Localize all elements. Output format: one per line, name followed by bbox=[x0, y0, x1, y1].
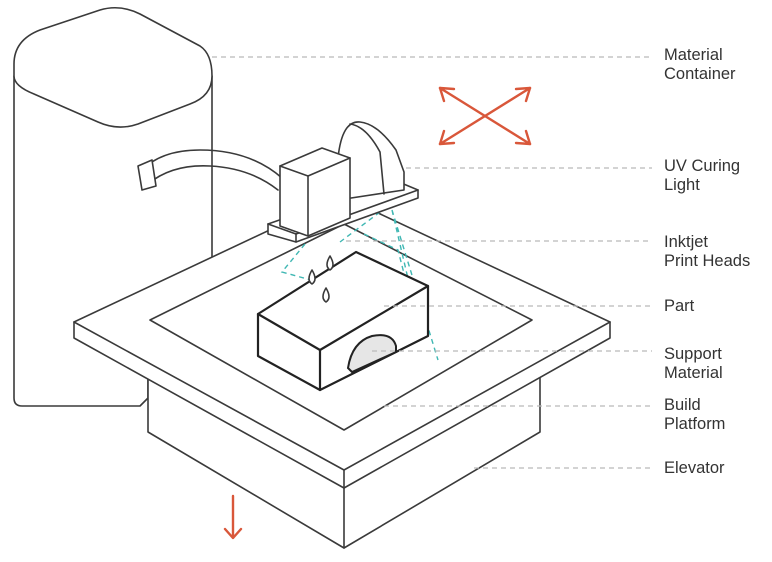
support-material bbox=[346, 334, 397, 374]
label-part: Part bbox=[664, 297, 695, 315]
uv-curing-light bbox=[337, 121, 405, 201]
inkjet-print-head bbox=[279, 147, 351, 237]
part bbox=[256, 250, 430, 392]
label-elevator: Elevator bbox=[664, 459, 725, 477]
leader-lines bbox=[212, 56, 652, 469]
feed-tube bbox=[137, 149, 283, 191]
arrow-down-icon bbox=[223, 494, 243, 540]
label-inkjet-print-heads: Inktjet Print Heads bbox=[664, 233, 751, 270]
four-way-arrow-icon bbox=[438, 86, 532, 146]
ink-droplets bbox=[308, 255, 334, 303]
label-build-platform: Build Platform bbox=[664, 396, 726, 433]
label-support-material: Support Material bbox=[664, 345, 723, 382]
label-uv-curing-light: UV Curing Light bbox=[664, 157, 741, 194]
label-material-container: Material Container bbox=[664, 46, 736, 83]
